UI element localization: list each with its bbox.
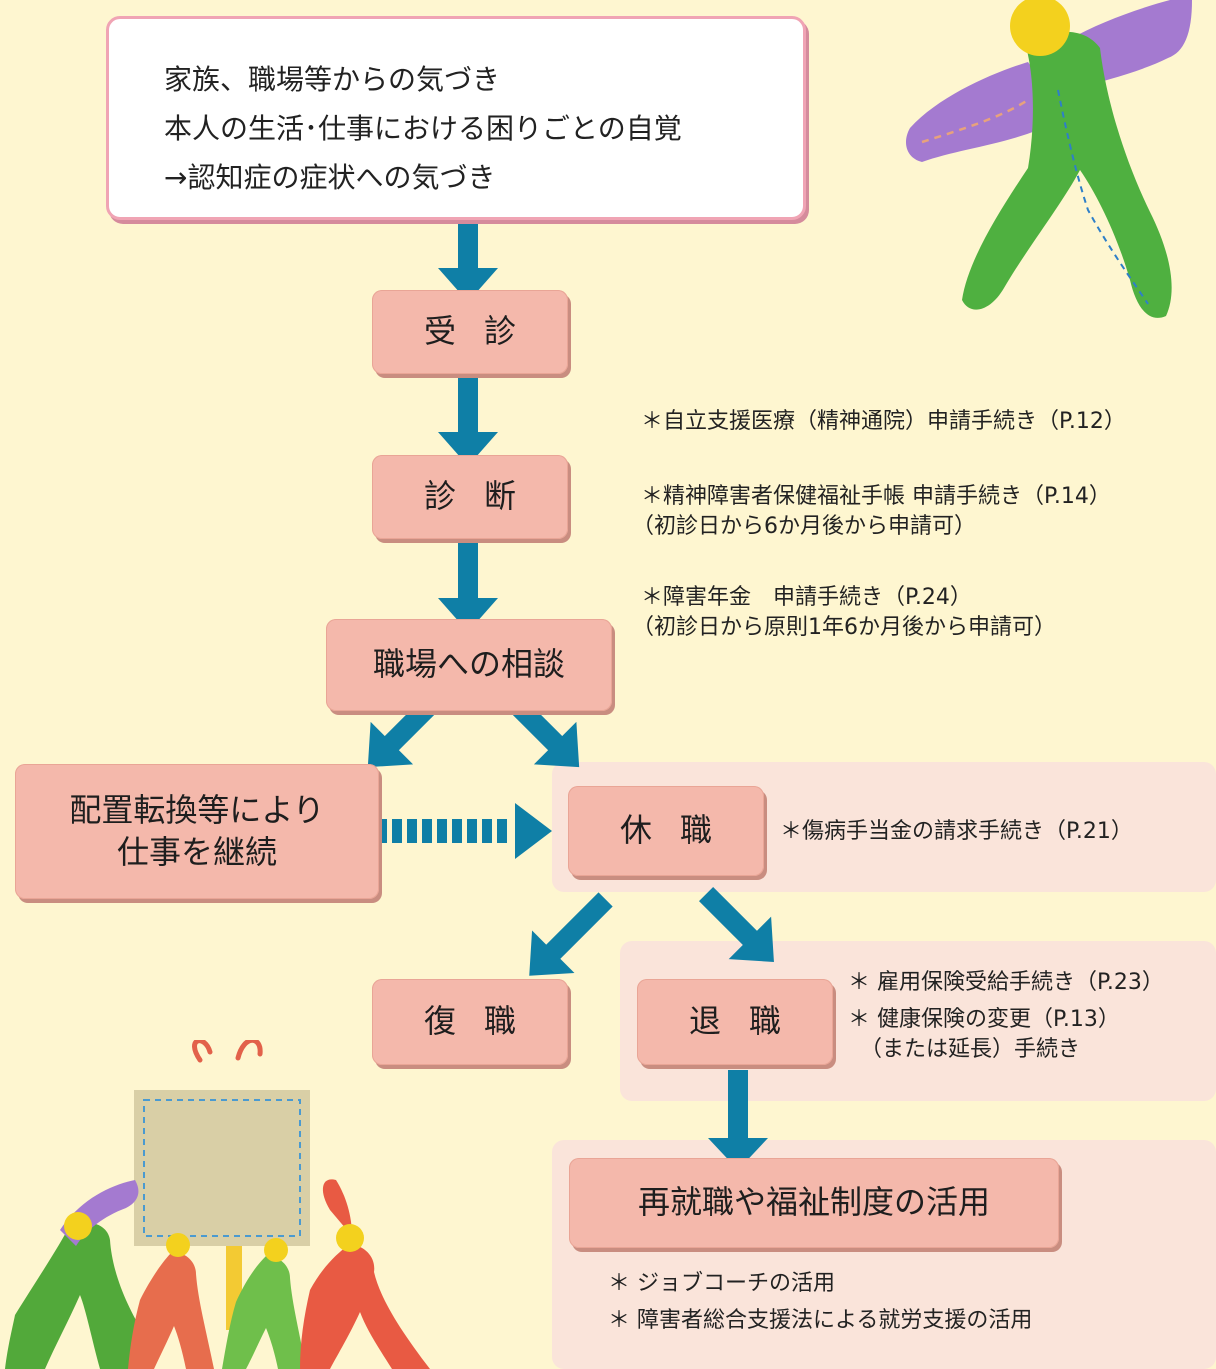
note-pension: ＊障害年金 申請手続き（P.24） xyxy=(641,585,972,610)
arrow-leave-to-retirement xyxy=(698,886,774,962)
arrow-retirement-to-reemployment xyxy=(708,1070,768,1170)
note-handbook: ＊精神障害者保健福祉手帳 申請手続き（P.14） xyxy=(641,484,1111,509)
note-pension-sub: （初診日から原則1年6か月後から申請可） xyxy=(632,615,1056,640)
arrow-awareness-to-consultation xyxy=(438,204,498,302)
note-sickness-allowance: ＊傷病手当金の請求手続き（P.21） xyxy=(780,819,1133,844)
note-health-insurance: ＊ 健康保険の変更（P.13） xyxy=(848,1007,1120,1032)
leave-box: 休職 xyxy=(568,786,764,876)
retirement-box: 退職 xyxy=(637,979,833,1065)
awareness-line-3: →認知症の症状への気づき xyxy=(164,161,496,194)
reassignment-line-1: 配置転換等により xyxy=(69,790,325,829)
arrow-consultation-to-diagnosis xyxy=(438,370,498,466)
awareness-line-1: 家族、職場等からの気づき xyxy=(164,63,501,96)
return-box: 復職 xyxy=(372,979,568,1065)
note-health-insurance-sub: （または延長）手続き xyxy=(860,1037,1081,1062)
consultation-box: 受診 xyxy=(372,290,568,374)
figures-with-sign-illustration xyxy=(5,1040,430,1369)
reassignment-box: 配置転換等により 仕事を継続 xyxy=(15,764,379,899)
awareness-line-2: 本人の生活･仕事における困りごとの自覚 xyxy=(164,112,682,145)
note-employment-support: ＊ 障害者総合支援法による就労支援の活用 xyxy=(608,1308,1033,1333)
reassignment-line-2: 仕事を継続 xyxy=(116,832,277,871)
workplace-consult-box: 職場への相談 xyxy=(326,619,612,711)
arrow-diagnosis-to-workplace xyxy=(438,535,498,632)
diagnosis-box: 診断 xyxy=(372,455,568,539)
note-medical-support: ＊自立支援医療（精神通院）申請手続き（P.12） xyxy=(641,409,1126,434)
arrow-leave-to-return xyxy=(529,892,613,976)
awareness-box: 家族、職場等からの気づき 本人の生活･仕事における困りごとの自覚 →認知症の症状… xyxy=(106,16,806,220)
dotted-arrow-reassignment-to-leave xyxy=(362,803,552,859)
note-handbook-sub: （初診日から6か月後から申請可） xyxy=(632,514,976,539)
reemployment-box: 再就職や福祉制度の活用 xyxy=(569,1158,1059,1248)
felt-figure-illustration xyxy=(906,0,1192,318)
note-employment-insurance: ＊ 雇用保険受給手続き（P.23） xyxy=(848,970,1164,995)
note-job-coach: ＊ ジョブコーチの活用 xyxy=(608,1271,835,1296)
